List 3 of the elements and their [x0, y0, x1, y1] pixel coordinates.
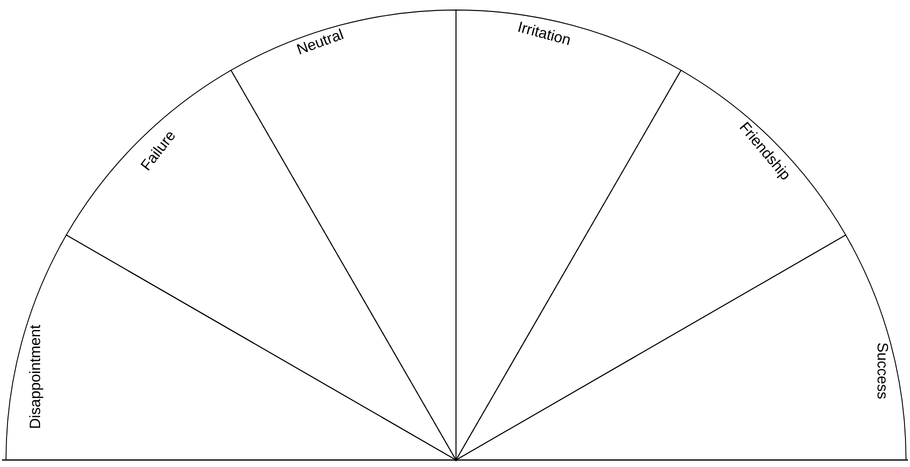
- sector: Success: [456, 234, 906, 460]
- sector: Disappointment: [6, 234, 456, 460]
- sector: Irritation: [456, 10, 682, 460]
